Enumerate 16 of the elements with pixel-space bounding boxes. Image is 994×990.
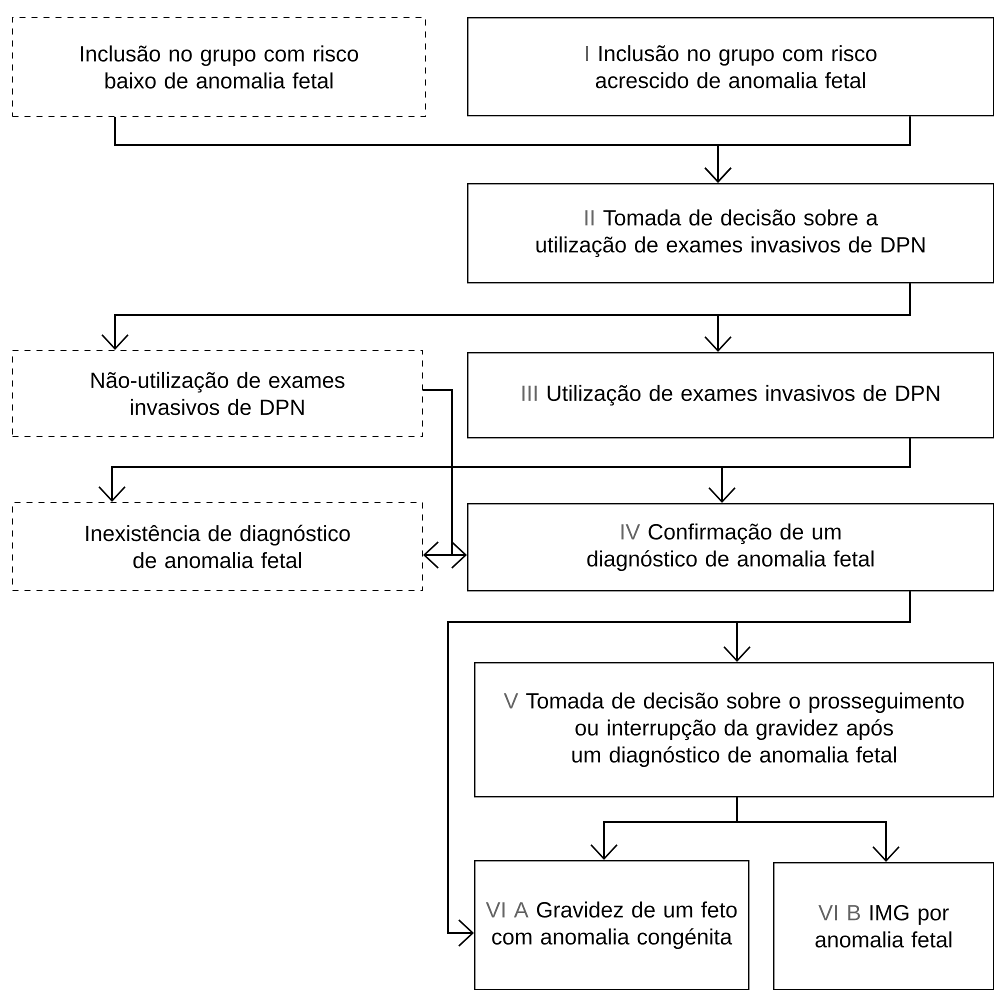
arrow — [704, 116, 912, 183]
dashed-box: Inexistência de diagnóstico de anomalia fetal — [12, 502, 423, 591]
process-box: III Utilização de exames invasivos de DPN — [467, 352, 994, 438]
arrow — [447, 591, 912, 947]
arrow — [423, 389, 468, 569]
dashed-box: Não-utilização de exames invasivos de DPN — [12, 350, 423, 437]
arrow — [736, 797, 900, 862]
process-box: VI A Gravidez de um feto com anomalia congénita — [474, 860, 750, 990]
process-box: I Inclusão no grupo com risco acrescido de anomalia fetal — [467, 17, 994, 116]
arrow — [704, 283, 912, 352]
process-box: VI B IMG por anomalia fetal — [773, 862, 994, 990]
arrow — [708, 438, 912, 503]
process-box: II Tomada de decisão sobre a utilização de exames invasivos de DPN — [467, 183, 994, 284]
process-box: V Tomada de decisão sobre o prosseguimento ou interrupção da gravidez após um diagnóstico de anomalia fetal — [474, 662, 994, 798]
process-box: IV Confirmação de um diagnóstico de anomalia fetal — [467, 503, 994, 592]
dashed-box: Inclusão no grupo com risco baixo de anomalia fetal — [12, 17, 426, 117]
